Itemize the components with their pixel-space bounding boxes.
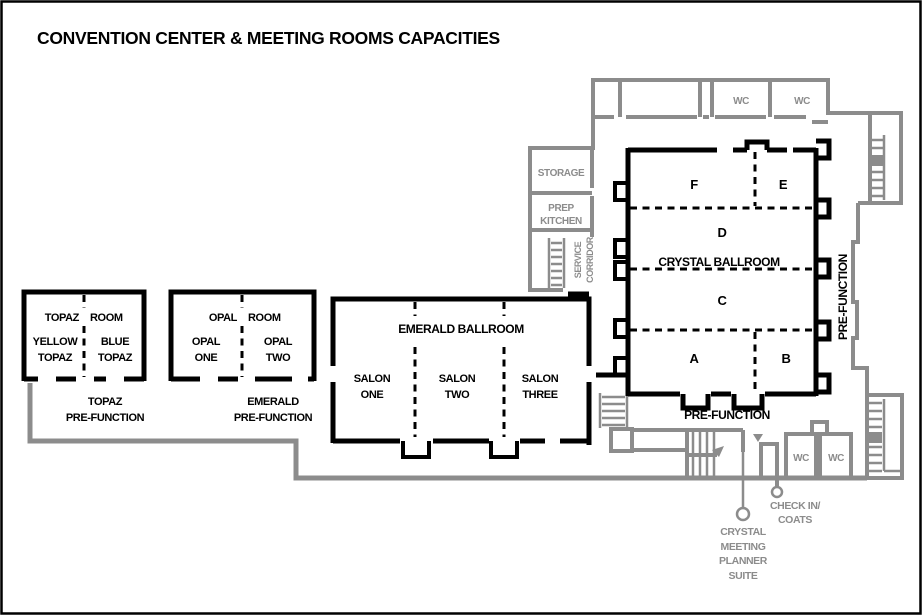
crystal-ballroom-walls [596,139,819,397]
se-stairwell-inner [882,399,901,473]
yellow-topaz-label-2: TOPAZ [38,352,73,364]
crystal-prefunction-south-label: PRE-FUNCTION [684,408,770,422]
door-swing-arrow [712,446,724,457]
topaz-prefunction-label-1: TOPAZ [88,396,123,408]
service-corridor-label-1: SERVICE [573,241,583,278]
planner-suite-label-2: MEETING [720,541,765,553]
topaz-prefunction-label-2: PRE-FUNCTION [66,412,145,424]
section-c-label: C [718,293,728,308]
salon-two-label-1: SALON [439,373,476,385]
blue-topaz-label-1: BLUE [101,336,129,348]
blue-topaz-label-2: TOPAZ [98,352,133,364]
check-in-label-2: COATS [778,514,812,526]
topaz-room-title-right: ROOM [90,312,123,324]
opal-two-label-2: TWO [266,352,291,364]
checkin-leader-dot [770,485,784,499]
topaz-room-walls [21,289,147,382]
se-stairwell-walls [865,393,904,480]
north-band-bottom [593,115,828,124]
salon-one-label-1: SALON [354,373,391,385]
emerald-dividers [413,302,506,437]
elevator [609,427,634,453]
se-stair-treads [691,432,716,477]
page-title: CONVENTION CENTER & MEETING ROOMS CAPACI… [37,28,500,48]
ne-stairwell-walls [828,111,903,205]
service-corridor-label-2: CORRIDOR [585,236,595,283]
emerald-prefunction-label-2: PRE-FUNCTION [234,412,313,424]
check-in-label-1: CHECK IN/ [770,500,821,512]
opal-room: OPAL ROOM OPAL ONE OPAL TWO EMERALD PRE-… [168,289,317,424]
se-stairwell-treads [869,401,882,473]
opal-one-label-2: ONE [195,352,218,364]
checkin-walls [759,442,779,487]
se-stair-border [630,428,743,478]
service-structure [27,78,904,522]
emerald-ballroom-title: EMERALD BALLROOM [398,322,524,336]
opal-two-label-1: OPAL [264,336,293,348]
crystal-prefunction-east-label: PRE-FUNCTION [836,254,850,340]
topaz-room-title-left: TOPAZ [45,312,80,324]
se-stairwell-landing [869,432,882,443]
planner-suite-label-1: CRYSTAL [720,526,767,538]
section-a-label: A [690,351,700,366]
wc-north-2-label: WC [794,96,810,107]
crystal-ballroom-title: CRYSTAL BALLROOM [658,255,780,269]
opal-one-label-1: OPAL [192,336,221,348]
service-stair-treads [551,241,562,287]
suite-leader-dot [735,506,751,522]
north-band-walls [528,78,852,292]
wc-south-2-label: WC [828,453,844,464]
service-labels: WC WC STORAGE PREP KITCHEN SERVICE CORRI… [538,96,845,582]
planner-suite-label-4: SUITE [729,570,758,582]
topaz-room: TOPAZ ROOM YELLOW TOPAZ BLUE TOPAZ TOPAZ… [21,289,147,424]
crystal-section-dividers [630,152,814,392]
prep-kitchen-label-1: PREP [548,203,574,214]
emerald-ballroom-walls [330,291,592,445]
salon-one-label-2: ONE [361,389,384,401]
opal-room-walls [168,289,317,382]
wc-north-1-label: WC [733,96,749,107]
ne-stairwell-treads [871,138,883,198]
south-wc-walls [784,420,853,478]
mid-stair-rails [598,393,629,428]
service-stair-rails [547,238,566,288]
crystal-ballroom: F E D CRYSTAL BALLROOM C A B PRE-FUNCTIO… [596,138,850,422]
salon-two-label-2: TWO [445,389,470,401]
crystal-door-frames-west [613,181,628,377]
section-e-label: E [779,177,788,192]
door-swing-arrow-2 [753,434,763,442]
emerald-prefunction-label-1: EMERALD [247,396,299,408]
ne-stairwell-landing [871,155,883,166]
opal-room-title-right: ROOM [248,312,281,324]
section-f-label: F [690,177,698,192]
north-band-dividers [618,80,772,117]
opal-room-title-left: OPAL [209,312,238,324]
west-corridor-boundary [27,383,867,481]
emerald-ballroom: EMERALD BALLROOM SALON ONE SALON TWO SAL… [330,291,592,459]
east-outer-wall [851,203,869,395]
yellow-topaz-label-1: YELLOW [33,336,79,348]
planner-suite-label-3: PLANNER [719,555,768,567]
section-d-label: D [718,225,727,240]
storage-label: STORAGE [538,168,585,179]
crystal-door-pillars-south [680,394,765,411]
section-b-label: B [782,351,791,366]
wc-south-1-label: WC [793,453,809,464]
emerald-door-pillars [401,441,519,459]
mid-stair-treads [602,395,625,427]
prep-kitchen-label-2: KITCHEN [540,216,582,227]
salon-three-label-2: THREE [522,389,557,401]
salon-three-label-1: SALON [522,373,559,385]
crystal-door-frames-east [816,138,832,395]
